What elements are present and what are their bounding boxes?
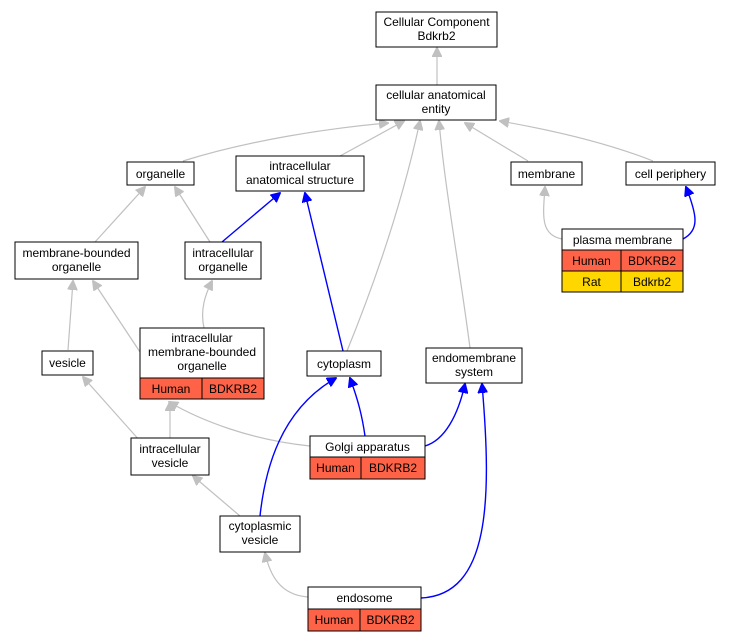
node-label-line: cellular anatomical <box>386 88 485 102</box>
gene-cell <box>359 608 422 632</box>
edge-periphery-to-cae <box>500 121 654 162</box>
node-label-line: organelle <box>52 260 102 274</box>
edge-mbo-to-organelle <box>94 187 145 243</box>
node-label-line: endosome <box>336 591 392 605</box>
edges <box>68 48 696 599</box>
node-label-line: endomembrane <box>432 351 516 365</box>
node-label-line: membrane-bounded <box>148 345 256 359</box>
edge-io-to-organelle <box>175 187 211 243</box>
edge-imbo-to-mbo <box>93 281 141 353</box>
edge-cytoplasm-to-cae <box>346 121 420 352</box>
edge-endosome-to-cv <box>265 553 309 598</box>
edge-golgi-to-imbo <box>169 402 311 447</box>
node-endomembrane-system[interactable]: endomembrane system <box>425 347 523 384</box>
node-label-line: intracellular <box>269 159 330 173</box>
node-label-line: intracellular <box>139 442 200 456</box>
edge-pm-to-periphery <box>682 187 696 240</box>
edge-golgi-to-endosys <box>424 384 465 447</box>
node-label-line: Bdkrb2 <box>417 29 455 43</box>
node-label-line: organelle <box>177 359 227 373</box>
gene-cell <box>360 456 426 480</box>
edge-vesicle-to-mbo <box>68 281 73 351</box>
edge-ias-to-cae <box>339 121 404 157</box>
node-intracellular-anatomical-structure[interactable]: intracellular anatomical structure <box>235 155 365 192</box>
gene-label: BDKRB2 <box>209 382 257 396</box>
species-label: Human <box>316 461 355 475</box>
edge-iv-to-vesicle <box>83 377 141 442</box>
node-label-line: Cellular Component <box>383 15 490 29</box>
gene-cell <box>620 270 684 293</box>
gene-cell <box>201 377 265 400</box>
node-cell-periphery[interactable]: cell periphery <box>625 161 716 186</box>
gene-label: BDKRB2 <box>366 613 414 627</box>
node-label-line: cytoplasm <box>317 357 371 371</box>
node-label-line: vesicle <box>242 533 279 547</box>
node-label-line: anatomical structure <box>246 173 354 187</box>
edge-endosys-to-cae <box>439 121 471 349</box>
node-label-line: intracellular <box>171 331 232 345</box>
node-cytoplasmic-vesicle[interactable]: cytoplasmic vesicle <box>219 515 301 553</box>
node-membrane-bounded-organelle[interactable]: membrane-bounded organelle <box>14 241 139 280</box>
edge-io-to-ias <box>221 193 280 243</box>
node-label-line: Golgi apparatus <box>325 440 410 454</box>
node-label-line: vesicle <box>49 356 86 370</box>
node-label-line: vesicle <box>152 456 189 470</box>
node-membrane[interactable]: membrane <box>510 161 583 186</box>
species-label: Human <box>152 382 191 396</box>
edge-cv-to-cytoplasm <box>259 378 336 517</box>
node-label-line: cytoplasmic <box>229 519 292 533</box>
edge-membrane-to-cae <box>465 123 529 162</box>
edge-endosome-to-endosys <box>420 384 486 599</box>
gene-label: BDKRB2 <box>628 254 676 268</box>
node-label-line: membrane <box>518 167 576 181</box>
node-label-line: cell periphery <box>635 167 706 181</box>
edge-organelle-to-cae <box>182 123 388 162</box>
node-label-line: intracellular <box>192 246 253 260</box>
species-label: Rat <box>582 275 601 289</box>
node-plasma-membrane[interactable]: plasma membrane Human BDKRB2 Rat Bdkrb2 <box>561 228 684 293</box>
node-endosome[interactable]: endosome Human BDKRB2 <box>307 586 422 632</box>
node-label-line: system <box>455 365 493 379</box>
edge-cv-to-iv <box>193 476 241 517</box>
edge-imbo-to-io <box>201 281 212 329</box>
node-cellular-anatomical-entity[interactable]: cellular anatomical entity <box>375 84 497 121</box>
node-label-line: organelle <box>136 167 186 181</box>
gene-label: BDKRB2 <box>369 461 417 475</box>
node-label-line: organelle <box>198 260 248 274</box>
node-organelle[interactable]: organelle <box>126 161 195 186</box>
edge-golgi-to-cytoplasm <box>350 378 366 437</box>
node-label-line: membrane-bounded <box>22 246 130 260</box>
edge-cytoplasm-to-ias <box>305 193 344 352</box>
edge-pm-to-membrane <box>544 187 563 240</box>
gene-label: Bdkrb2 <box>633 275 671 289</box>
node-vesicle[interactable]: vesicle <box>41 350 94 376</box>
species-label: Human <box>315 613 354 627</box>
node-golgi-apparatus[interactable]: Golgi apparatus Human BDKRB2 <box>309 435 426 480</box>
node-intracellular-vesicle[interactable]: intracellular vesicle <box>130 437 210 476</box>
node-label-line: entity <box>422 102 451 116</box>
species-label: Human <box>572 254 611 268</box>
node-intracellular-membrane-bounded-organelle[interactable]: intracellular membrane-bounded organelle… <box>139 327 265 400</box>
node-intracellular-organelle[interactable]: intracellular organelle <box>184 241 262 280</box>
node-label-line: plasma membrane <box>573 233 673 247</box>
node-cellular-component-root[interactable]: Cellular Component Bdkrb2 <box>375 11 498 48</box>
node-cytoplasm[interactable]: cytoplasm <box>306 350 382 377</box>
